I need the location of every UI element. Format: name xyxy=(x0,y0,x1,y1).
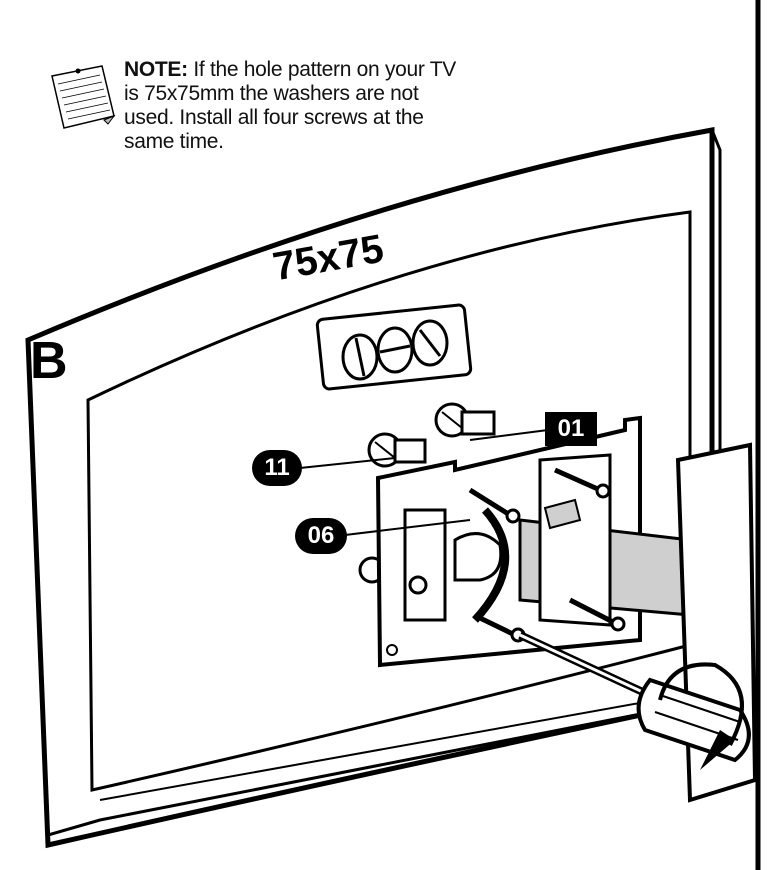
callout-leader-11 xyxy=(299,457,396,469)
callout-leader-06 xyxy=(344,519,471,536)
callout-washer-part: 11 xyxy=(252,450,302,486)
washer-icon xyxy=(358,402,496,584)
note-body: If the hole pattern on your TV is 75x75m… xyxy=(124,58,456,153)
note-block: NOTE: If the hole pattern on your TV is … xyxy=(48,58,468,178)
callout-plate-part: 01 xyxy=(545,412,597,446)
callout-screw-part: 06 xyxy=(295,518,347,554)
screw-icon xyxy=(468,467,626,643)
rotation-arrow-icon xyxy=(658,662,744,770)
note-icon xyxy=(51,65,116,129)
note-text: NOTE: If the hole pattern on your TV is … xyxy=(124,58,469,154)
top-screw-strip xyxy=(315,303,473,391)
note-heading: NOTE: xyxy=(124,58,188,81)
callout-leader-01 xyxy=(469,429,549,441)
step-letter: B xyxy=(30,332,68,390)
